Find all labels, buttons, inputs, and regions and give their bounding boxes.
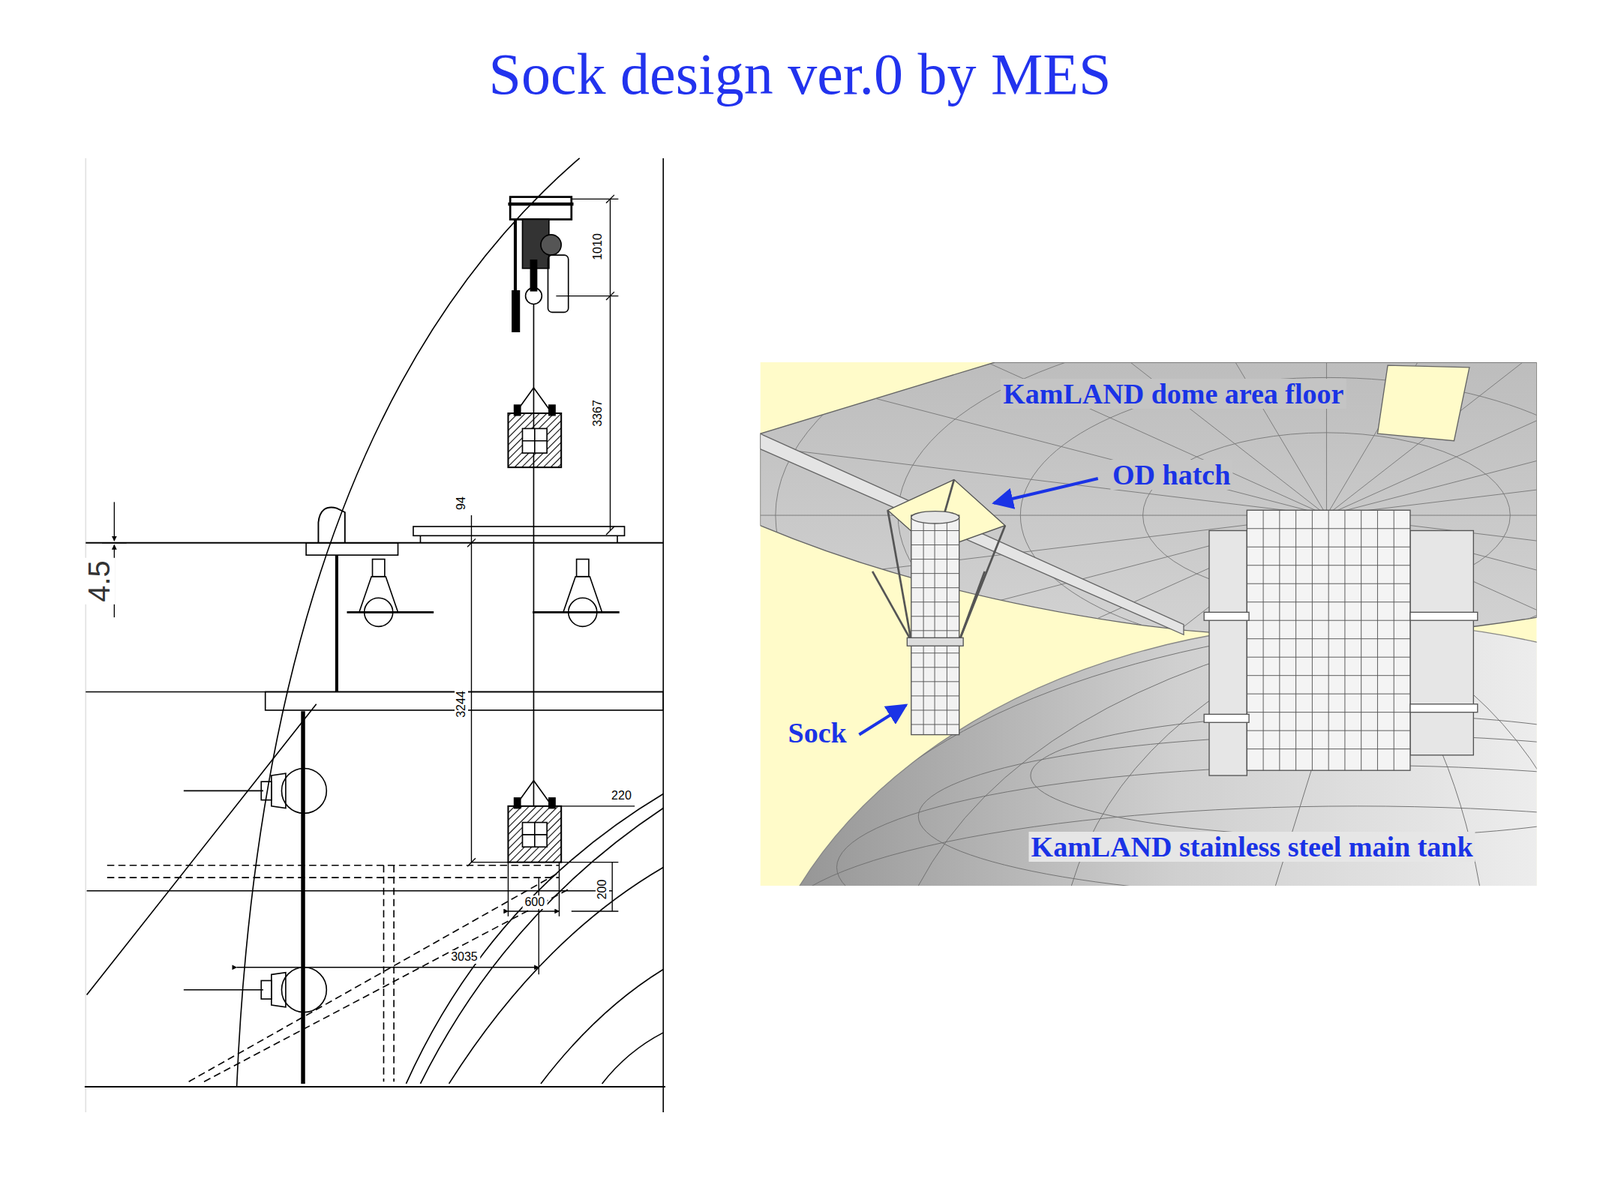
callout-arrow: [993, 478, 1099, 504]
dome-floor: [759, 362, 1537, 874]
callout-label: KamLAND stainless steel main tank: [1029, 831, 1476, 862]
floor-bracket: [306, 543, 398, 556]
lamp-symbol: [347, 559, 435, 628]
weight-block: [507, 405, 562, 468]
dimension-lines: [102, 195, 635, 975]
lamp-symbol: [183, 768, 327, 814]
tank-arcs: [405, 794, 664, 1084]
frame-line: [84, 1086, 666, 1088]
pipe: [300, 711, 305, 1084]
frame-line: [84, 158, 87, 1113]
dimension-value: 4.5: [83, 558, 115, 606]
horizontal-line: [87, 890, 613, 892]
vent-pipe: [318, 507, 345, 544]
weight-block: [507, 798, 562, 863]
chain-hoist: [507, 197, 574, 333]
dimension-value: 200: [595, 877, 610, 903]
lamp-symbol: [532, 559, 620, 628]
callout-label: Sock: [786, 717, 850, 748]
dimension-value: 1010: [591, 231, 605, 263]
sock-cylinder: [872, 479, 1006, 735]
dimension-value: 220: [609, 789, 634, 803]
slope-line: [87, 704, 317, 996]
lamp-symbol: [183, 967, 327, 1013]
dome-arc: [237, 158, 580, 1087]
callout-arrow: [858, 705, 907, 735]
render-panel: [759, 362, 1537, 886]
dimension-value: 600: [522, 895, 547, 910]
callout-label: OD hatch: [1110, 459, 1233, 490]
slide-title: Sock design ver.0 by MES: [0, 45, 1600, 104]
dashed-lines: [107, 865, 572, 1082]
support-post: [335, 555, 339, 692]
dimension-value: 3035: [448, 950, 481, 964]
callout-label: KamLAND dome area floor: [1000, 378, 1346, 409]
rope: [533, 303, 535, 806]
hatch-lid: [616, 535, 619, 544]
hatch-lid: [413, 526, 625, 536]
central-cylinder: [1203, 510, 1478, 776]
dimension-value: 3367: [591, 397, 605, 430]
hatch-lid: [420, 535, 422, 544]
engineering-drawing: [84, 158, 666, 1113]
dimension-value: 3244: [454, 688, 469, 721]
dimension-value: 94: [454, 494, 469, 513]
